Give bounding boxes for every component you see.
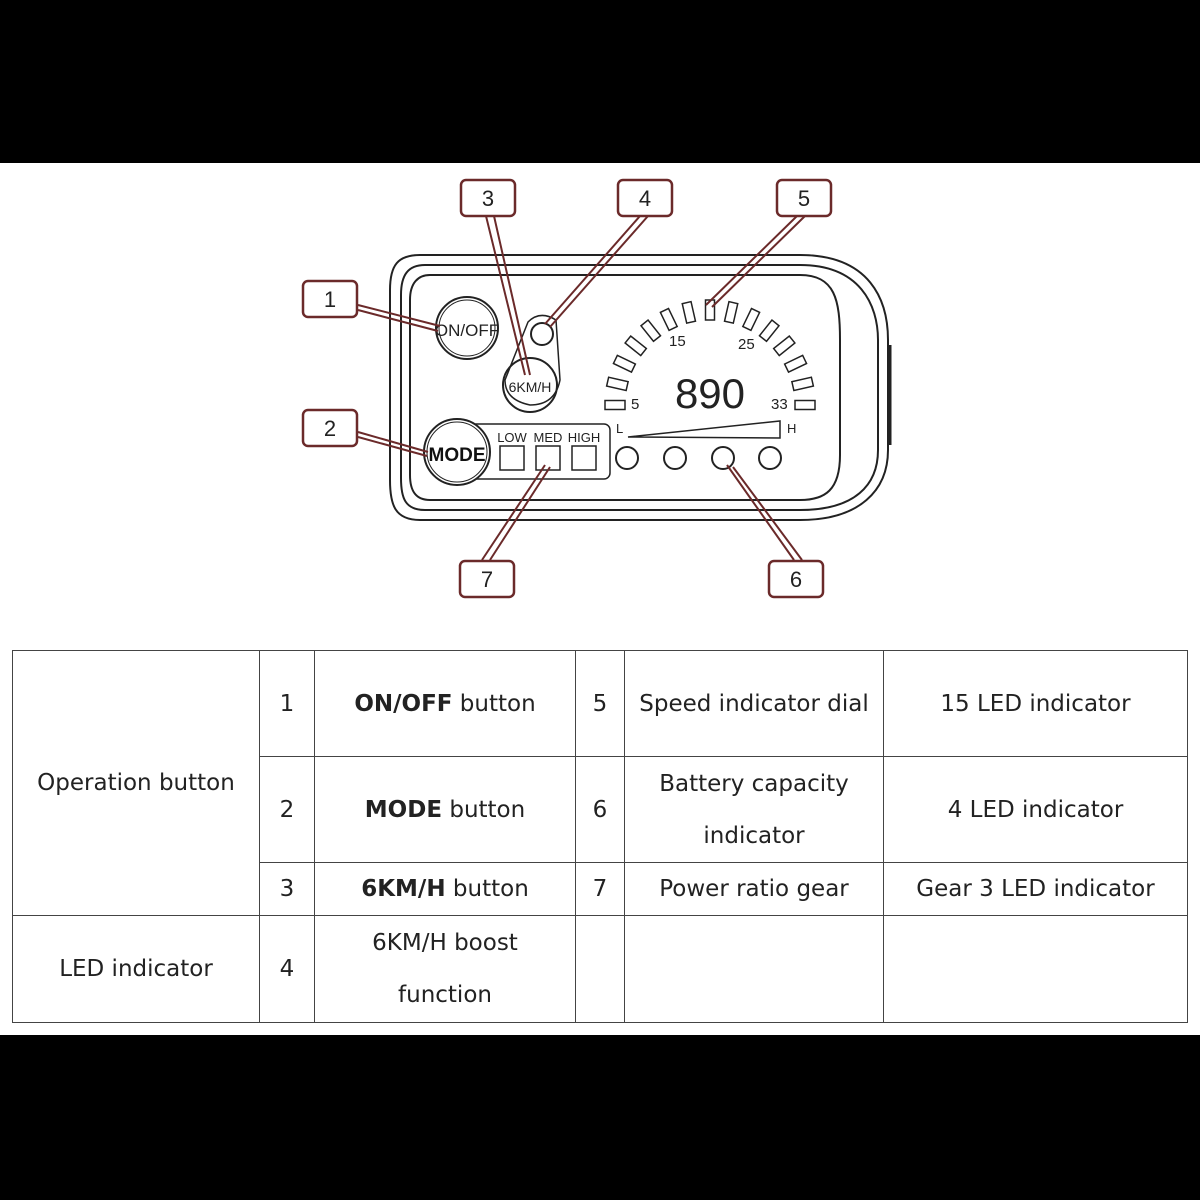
- item-number: [575, 915, 625, 1023]
- callout-7: 7: [458, 559, 516, 599]
- display-screen: [409, 274, 841, 501]
- on-off-button[interactable]: ON/OFF: [435, 296, 499, 360]
- battery-led-3: [711, 446, 735, 470]
- dial-label-5: 5: [631, 396, 639, 413]
- item-name: ON/OFF button: [314, 650, 576, 757]
- item-name: Speed indicator dial: [624, 650, 884, 757]
- speed-led: [772, 334, 796, 357]
- speed-dial: [604, 299, 816, 411]
- item-description: 15 LED indicator: [883, 650, 1188, 757]
- callout-2: 2: [301, 408, 359, 448]
- svg-text:ON/OFF: ON/OFF: [435, 321, 499, 340]
- svg-text:7: 7: [481, 567, 493, 592]
- svg-text:4: 4: [639, 186, 651, 211]
- gear-label-high: HIGH: [568, 430, 601, 445]
- item-number: 7: [575, 862, 625, 916]
- gear-led-low: [499, 445, 525, 471]
- boost-led: [530, 322, 554, 346]
- speed-led: [794, 399, 816, 411]
- gear-led-med: [535, 445, 561, 471]
- speed-led: [741, 307, 761, 332]
- display-housing-inner: [400, 264, 879, 511]
- item-number: 1: [259, 650, 315, 757]
- dial-label-33: 33: [771, 396, 788, 413]
- speed-led: [783, 354, 808, 374]
- callout-5: 5: [775, 178, 833, 218]
- speed-led: [681, 300, 697, 325]
- battery-high-label: H: [787, 421, 796, 436]
- item-description: [883, 915, 1188, 1023]
- speed-led: [639, 319, 662, 343]
- battery-led-2: [663, 446, 687, 470]
- group-led-indicator: LED indicator: [12, 915, 260, 1023]
- item-name: 6KM/H button: [314, 862, 576, 916]
- callout-1: 1: [301, 279, 359, 319]
- item-number: 4: [259, 915, 315, 1023]
- item-number: 6: [575, 756, 625, 863]
- item-description: Gear 3 LED indicator: [883, 862, 1188, 916]
- svg-text:1: 1: [324, 287, 336, 312]
- item-name: Power ratio gear: [624, 862, 884, 916]
- item-name: MODE button: [314, 756, 576, 863]
- callout-6: 6: [767, 559, 825, 599]
- speed-led: [605, 376, 630, 392]
- gear-label-med: MED: [534, 430, 563, 445]
- battery-led-4: [758, 446, 782, 470]
- manual-page: ON/OFF 6KM/H MODE LOW MED HIGH 5 15 25 3…: [0, 163, 1200, 1035]
- svg-text:6KM/H: 6KM/H: [509, 379, 552, 395]
- speed-led: [612, 354, 637, 374]
- item-number: 5: [575, 650, 625, 757]
- svg-text:6: 6: [790, 567, 802, 592]
- dial-label-15: 15: [669, 333, 686, 350]
- callout-4: 4: [616, 178, 674, 218]
- six-kmh-button[interactable]: 6KM/H: [502, 357, 558, 413]
- speed-led: [790, 376, 815, 392]
- odometer-readout: 890: [675, 370, 745, 417]
- dial-label-25: 25: [738, 336, 755, 353]
- item-description: 4 LED indicator: [883, 756, 1188, 863]
- speed-led: [624, 334, 648, 357]
- svg-text:5: 5: [798, 186, 810, 211]
- svg-text:3: 3: [482, 186, 494, 211]
- gear-label-low: LOW: [497, 430, 527, 445]
- battery-low-label: L: [616, 421, 623, 436]
- display-housing: [389, 254, 889, 521]
- item-number: 3: [259, 862, 315, 916]
- item-name: Battery capacity indicator: [624, 756, 884, 863]
- group-operation-button: Operation button: [12, 650, 260, 916]
- svg-text:MODE: MODE: [429, 445, 486, 466]
- speed-led: [604, 399, 626, 411]
- battery-led-1: [615, 446, 639, 470]
- component-table: Operation button 1 ON/OFF button 5 Speed…: [12, 650, 1188, 1023]
- speed-led: [723, 300, 739, 325]
- item-name: 6KM/H boost function: [314, 915, 576, 1023]
- item-number: 2: [259, 756, 315, 863]
- display-diagram: ON/OFF 6KM/H MODE LOW MED HIGH 5 15 25 3…: [301, 178, 892, 599]
- boost-panel: [504, 314, 561, 406]
- callout-3: 3: [459, 178, 517, 218]
- speed-led: [659, 307, 679, 332]
- battery-wedge: [627, 420, 781, 439]
- svg-text:2: 2: [324, 416, 336, 441]
- item-name: [624, 915, 884, 1023]
- mode-button[interactable]: MODE: [423, 418, 491, 486]
- speed-led: [758, 319, 781, 343]
- gear-led-high: [571, 445, 597, 471]
